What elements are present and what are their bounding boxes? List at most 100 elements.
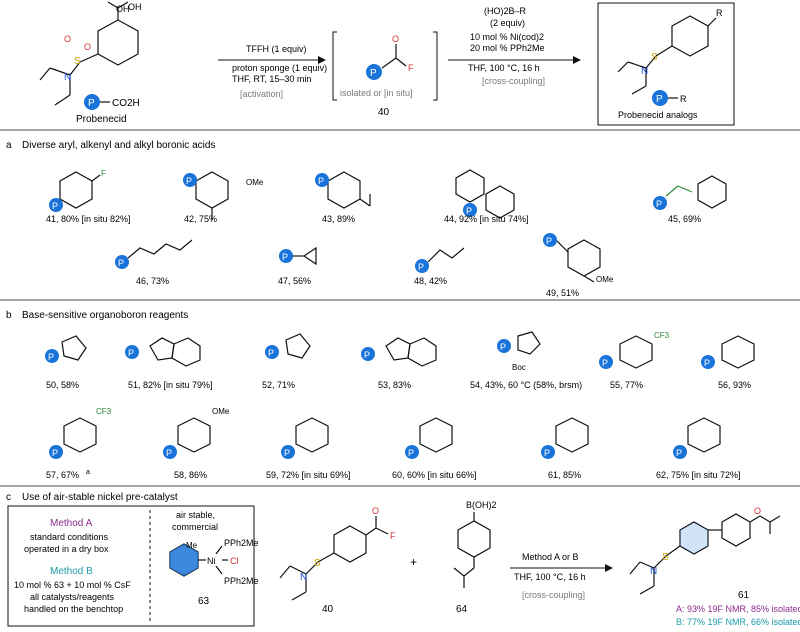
compound-49: 49, 51% xyxy=(546,288,579,298)
compound-52: 52, 71% xyxy=(262,380,295,390)
p-label: P xyxy=(318,176,324,186)
boronic-equiv: (2 equiv) xyxy=(490,18,525,28)
method-b-line3: handled on the benchtop xyxy=(24,604,123,614)
cf3-label: CF3 xyxy=(654,331,670,340)
r-group: R xyxy=(716,8,723,18)
p-label: P xyxy=(128,348,134,358)
co2h-label: CO2H xyxy=(112,98,140,109)
method-a-line2: operated in a dry box xyxy=(24,544,109,554)
p-label: P xyxy=(52,448,58,458)
product-ring-fill xyxy=(680,522,708,554)
structure-44 xyxy=(455,169,515,219)
p-label: P xyxy=(282,252,288,262)
o-atom-2: O xyxy=(84,42,91,52)
compound-47: 47, 56% xyxy=(278,276,311,286)
p-badge xyxy=(279,249,293,263)
p-label: P xyxy=(704,358,710,368)
compound-43: 43, 89% xyxy=(322,214,355,224)
result-a: A: 93% 19F NMR, 85% isolated xyxy=(676,604,800,614)
probenecid-structure xyxy=(39,1,139,106)
p-label: P xyxy=(88,98,95,109)
s-atom: S xyxy=(651,52,658,63)
section-c-letter: c xyxy=(6,492,11,503)
p-badge xyxy=(366,64,382,80)
step1-line2: proton sponge (1 equiv) xyxy=(232,63,327,73)
structure-45 xyxy=(665,175,727,209)
product-label: Probenecid analogs xyxy=(618,110,698,120)
step2-line4: [cross-coupling] xyxy=(482,76,545,86)
isolated-label: isolated or [in situ] xyxy=(340,88,413,98)
p-label: P xyxy=(544,448,550,458)
conditions-line1: Method A or B xyxy=(522,552,579,562)
section-b-letter: b xyxy=(6,310,12,321)
compound-55: 55, 77% xyxy=(610,380,643,390)
method-b-line1: 10 mol % 63 + 10 mol % CsF xyxy=(14,580,131,590)
p-badge xyxy=(652,90,668,106)
n-atom: N xyxy=(300,572,307,583)
structure-47 xyxy=(292,246,317,266)
p-label: P xyxy=(118,258,124,268)
p-badge xyxy=(653,196,667,210)
compound-56: 56, 93% xyxy=(718,380,751,390)
compound-50: 50, 58% xyxy=(46,380,79,390)
s-atom: S xyxy=(662,552,669,563)
boronic-reagent: (HO)2B–R xyxy=(484,6,527,16)
structure-41 xyxy=(59,171,101,209)
product-61-structure xyxy=(629,513,781,595)
structure-49 xyxy=(555,239,601,283)
pph2me-top: PPh2Me xyxy=(224,538,259,548)
conditions-line3: [cross-coupling] xyxy=(522,590,585,600)
air-stable-line1: air stable, xyxy=(176,510,215,520)
compound-40: 40 xyxy=(378,107,390,118)
p-label: P xyxy=(418,262,424,272)
p-label: P xyxy=(500,342,506,352)
p-label: P xyxy=(166,448,172,458)
step2-line2: 20 mol % PPh2Me xyxy=(470,43,545,53)
step1-line1: TFFH (1 equiv) xyxy=(246,44,307,54)
f-atom: F xyxy=(408,63,414,73)
me-label: Me xyxy=(186,541,198,550)
row-b1-badges xyxy=(45,339,715,369)
p-badge xyxy=(49,198,63,212)
method-b-title: Method B xyxy=(50,566,93,577)
ni-label: Ni xyxy=(207,556,216,566)
compound-54: 54, 43%, 60 °C (58%, brsm) xyxy=(470,380,582,390)
acyl-fluoride-40-structure xyxy=(279,516,389,601)
product-61-number: 61 xyxy=(738,590,750,601)
p-label: P xyxy=(466,206,472,216)
section-c-title: Use of air-stable nickel pre-catalyst xyxy=(22,492,178,503)
p-label: P xyxy=(370,68,377,79)
step2-line3: THF, 100 °C, 16 h xyxy=(468,63,540,73)
section-a-title: Diverse aryl, alkenyl and alkyl boronic … xyxy=(22,140,215,151)
compound-48: 48, 42% xyxy=(414,276,447,286)
compound-45: 45, 69% xyxy=(668,214,701,224)
p-badge xyxy=(315,173,329,187)
p-label: P xyxy=(268,348,274,358)
p-label: P xyxy=(284,448,290,458)
o-atom: O xyxy=(372,506,379,516)
p-label: P xyxy=(546,236,552,246)
structure-48 xyxy=(427,247,465,263)
compound-59: 59, 72% [in situ 69%] xyxy=(266,470,351,480)
p-badge xyxy=(84,94,100,110)
cl-label: Cl xyxy=(230,556,239,566)
plus-sign: + xyxy=(410,555,417,569)
method-a-line1: standard conditions xyxy=(30,532,109,542)
compound-51: 51, 82% [in situ 79%] xyxy=(128,380,213,390)
compound-64: 64 xyxy=(456,604,468,615)
o-atom: O xyxy=(64,34,71,44)
ome-label: OMe xyxy=(596,275,614,284)
method-a-title: Method A xyxy=(50,518,93,529)
n-atom: N xyxy=(641,66,648,77)
o-atom: O xyxy=(392,34,399,44)
p-label: P xyxy=(602,358,608,368)
cf3-label: CF3 xyxy=(96,407,112,416)
ome-label: OMe xyxy=(212,407,230,416)
compound-57: 57, 67% xyxy=(46,470,79,480)
f-atom: F xyxy=(390,531,396,541)
p-label: P xyxy=(408,448,414,458)
step1-line3: THF, RT, 15–30 min xyxy=(232,74,311,84)
p-label: P xyxy=(656,94,663,105)
compound-40-c: 40 xyxy=(322,604,334,615)
